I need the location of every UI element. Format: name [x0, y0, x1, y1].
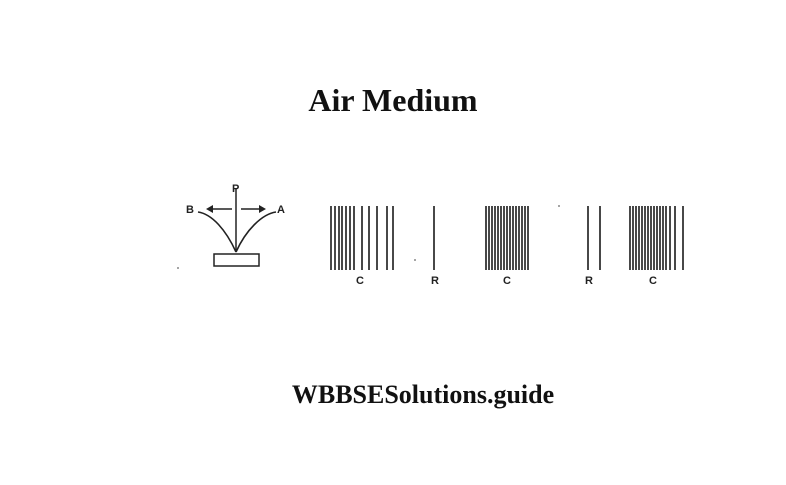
compression-band-2 — [485, 206, 529, 270]
label-rarefaction-1: R — [431, 275, 439, 287]
arrow-b-head — [206, 205, 213, 213]
arrow-a-head — [259, 205, 266, 213]
compression-band-1 — [330, 206, 394, 270]
compression-band-3 — [629, 206, 684, 270]
diagram-title: Air Medium — [308, 82, 478, 118]
speck — [558, 205, 560, 207]
rarefaction-band-2 — [587, 206, 601, 270]
prong-left — [197, 211, 237, 253]
footer-watermark: WBBSESolutions.guide — [291, 380, 555, 409]
source-base — [213, 253, 260, 267]
label-compression-3: C — [649, 275, 657, 287]
label-b: B — [186, 204, 194, 216]
speck — [414, 259, 416, 261]
label-compression-2: C — [503, 275, 511, 287]
vibrating-source: P B A — [186, 183, 285, 267]
speck — [177, 267, 179, 269]
wave-bands — [330, 206, 684, 270]
label-rarefaction-2: R — [585, 275, 593, 287]
label-compression-1: C — [356, 275, 364, 287]
label-p: P — [232, 183, 239, 195]
prong-right — [235, 211, 277, 253]
label-a: A — [277, 204, 285, 216]
